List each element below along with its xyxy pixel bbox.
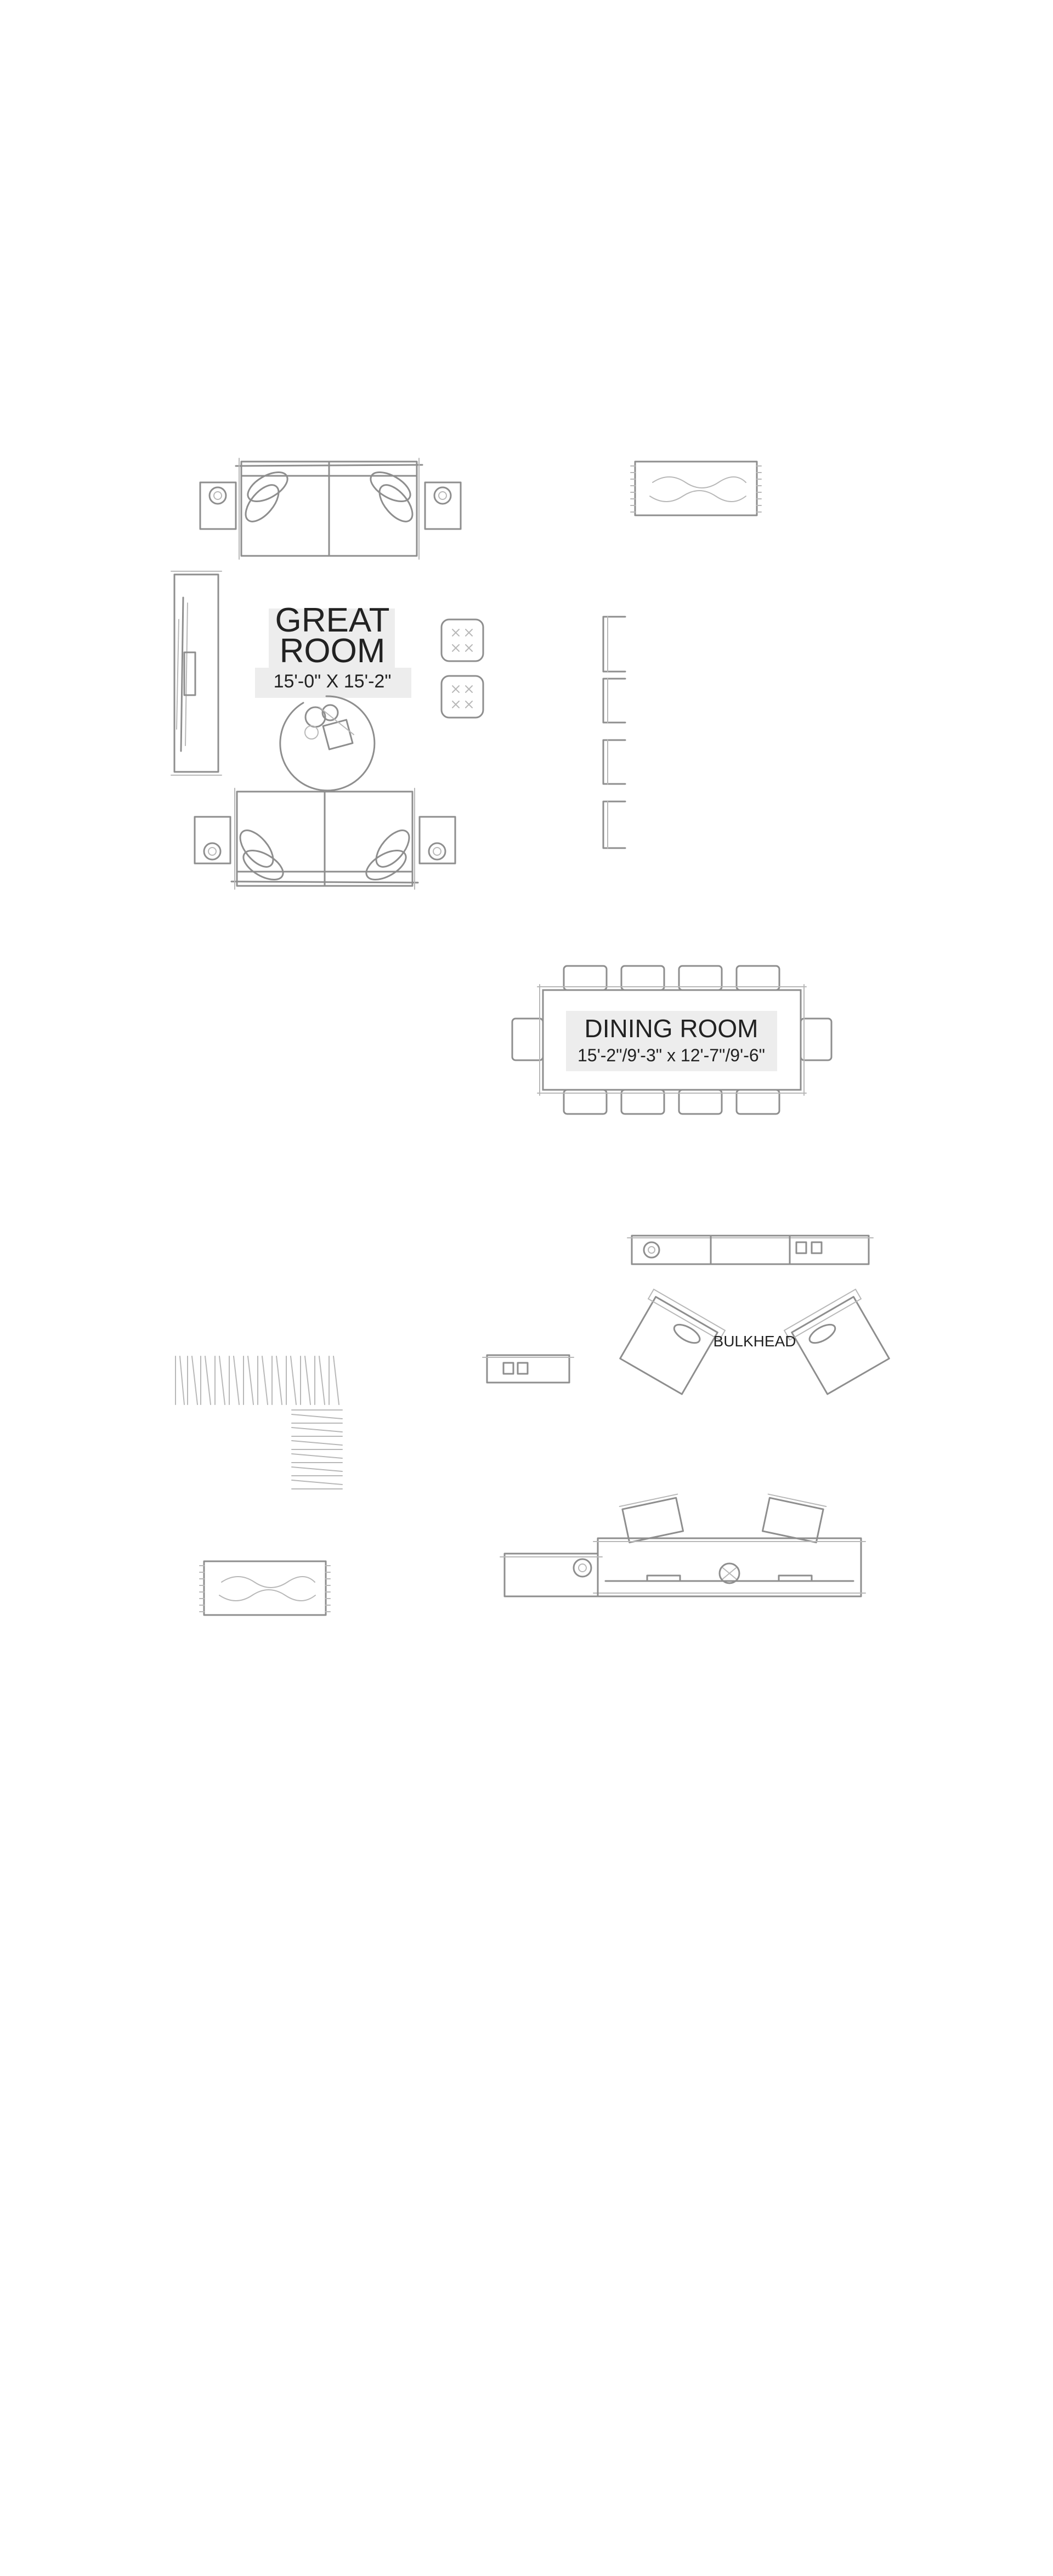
great-room-dimensions: 15'-0" X 15'-2" — [274, 671, 392, 692]
armchair-left — [619, 1288, 726, 1395]
bed — [593, 1537, 866, 1597]
dresser-upper — [627, 1235, 874, 1265]
dining-room-name: DINING ROOM — [585, 1014, 758, 1043]
small-cabinet — [482, 1354, 574, 1384]
armchair-right — [783, 1288, 890, 1395]
lamp-table-top-left — [199, 481, 237, 530]
lamp-table-top-right — [424, 481, 462, 530]
dining-room-dimensions: 15'-2"/9'-3" x 12'-7"/9'-6" — [578, 1045, 765, 1065]
dining-room-label: DINING ROOM 15'-2"/9'-3" x 12'-7"/9'-6" — [566, 1011, 777, 1071]
ottoman-lower — [440, 675, 484, 719]
sofa-top — [235, 458, 423, 560]
great-room-name-line1: GREAT — [275, 601, 390, 639]
primary-bedroom-area: BULKHEAD — [175, 1235, 890, 1616]
area-rug-upper — [630, 460, 762, 516]
bulkhead-label: BULKHEAD — [714, 1333, 796, 1350]
great-room: GREAT ROOM 15'-0" X 15'-2" — [171, 458, 484, 890]
lamp-table-bottom-left — [194, 816, 231, 865]
lamp-table-bottom-right — [418, 816, 456, 865]
fireplace — [171, 571, 222, 776]
sofa-bottom — [230, 788, 419, 890]
area-rug-lower — [199, 1560, 331, 1616]
bar-stools — [602, 616, 626, 849]
nightstand-left — [500, 1553, 603, 1597]
great-room-label: GREAT ROOM 15'-0" X 15'-2" — [255, 601, 411, 698]
ottoman-upper — [440, 618, 484, 662]
bench-chair-right — [761, 1493, 827, 1544]
great-room-name-line2: ROOM — [280, 632, 386, 670]
coffee-table — [279, 695, 376, 792]
closet-hangers — [175, 1356, 343, 1489]
dining-room: DINING ROOM 15'-2"/9'-3" x 12'-7"/9'-6" — [511, 965, 833, 1115]
bench-chair-left — [619, 1493, 684, 1544]
